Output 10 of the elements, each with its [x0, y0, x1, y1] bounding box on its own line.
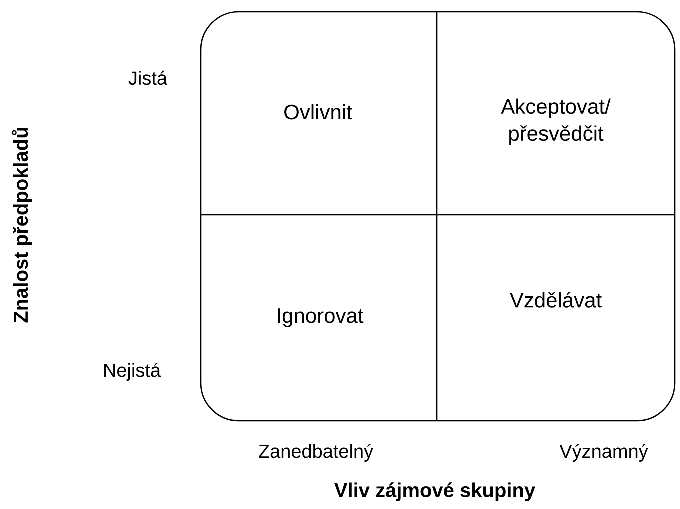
axis-label: Významný: [560, 444, 648, 462]
quadrant-label: Ovlivnit: [284, 104, 352, 120]
quadrant-label: Akceptovat/ přesvědčit: [501, 98, 611, 146]
quadrant-label: Ignorovat: [278, 308, 364, 328]
axis-title: Vliv zájmové skupiny: [334, 482, 536, 502]
axis-title: Znalost předpokladů: [12, 128, 32, 323]
axis-label: Nejistá: [104, 363, 162, 381]
axis-label: Jistá: [128, 70, 168, 86]
axis-label: Zanedbatelný: [259, 444, 374, 462]
quadrant-label: Vzdělávat: [510, 292, 602, 308]
